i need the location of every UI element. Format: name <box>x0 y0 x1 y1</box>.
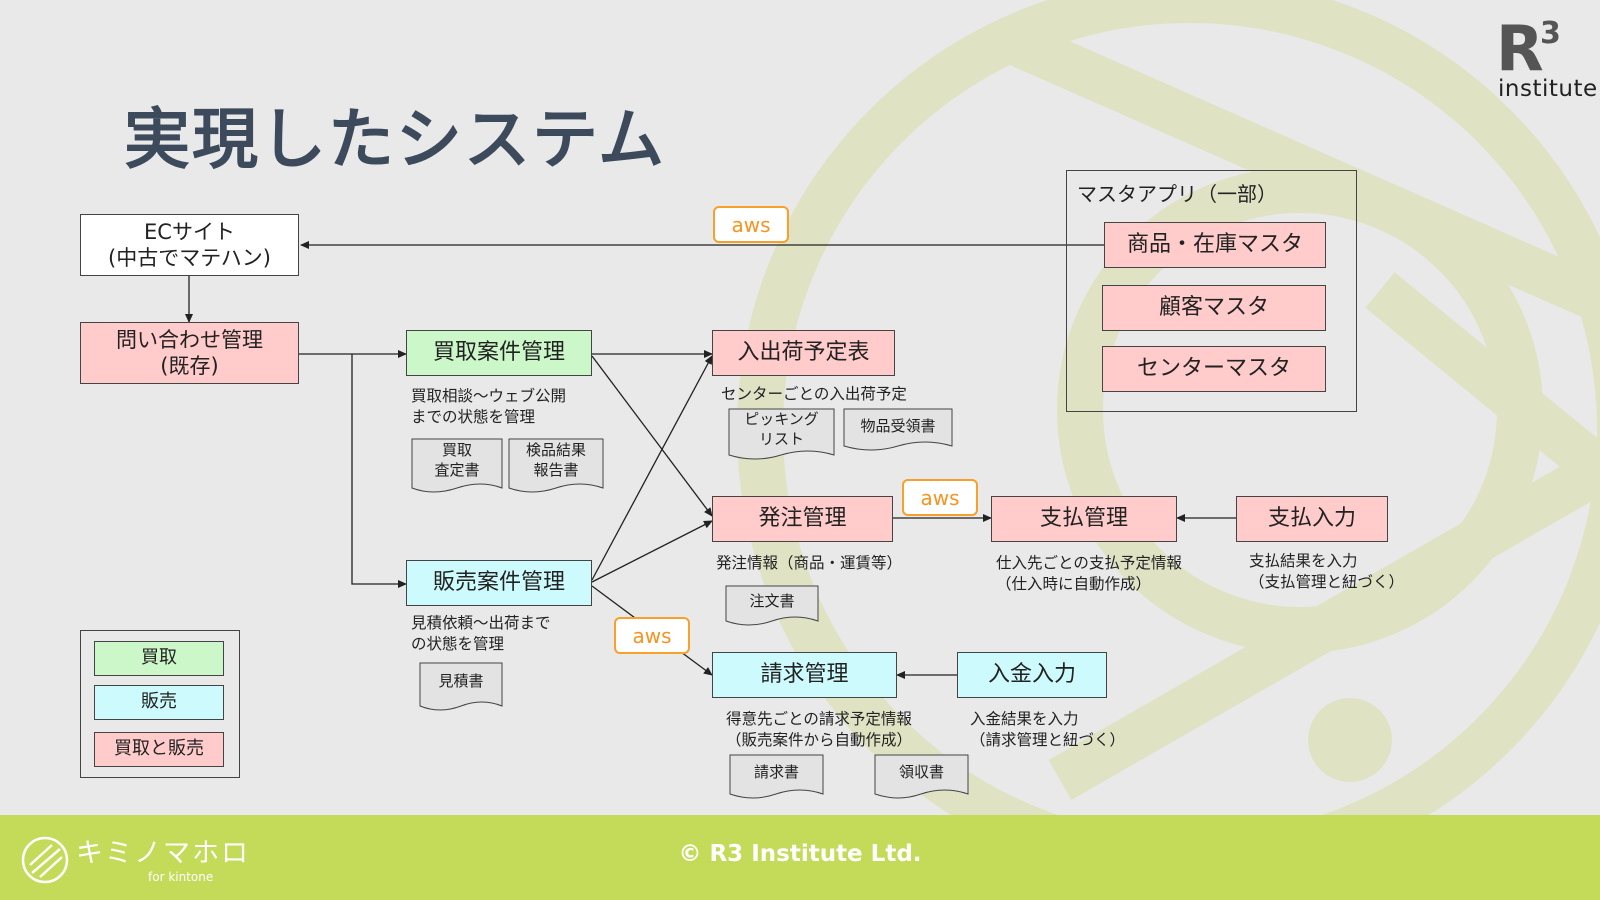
payment-note: 仕入先ごとの支払予定情報 （仕入時に自動作成） <box>996 554 1182 593</box>
document-estimate: 見積書 <box>419 662 503 714</box>
document-goods-receipt: 物品受領書 <box>843 408 953 454</box>
master-app-label: マスタアプリ（一部） <box>1077 182 1277 206</box>
brand-subtitle: for kintone <box>148 870 214 884</box>
purchase-note: 買取相談～ウェブ公開 までの状態を管理 <box>411 387 567 426</box>
footer-bar: キミノマホロ for kintone © R3 Institute Ltd. <box>0 815 1600 900</box>
copyright: © R3 Institute Ltd. <box>678 841 922 867</box>
document-invoice: 請求書 <box>729 754 824 802</box>
master-center: センターマスタ <box>1102 346 1326 392</box>
order-management-box: 発注管理 <box>712 496 893 542</box>
order-note: 発注情報（商品・運賃等） <box>716 554 903 572</box>
master-product-inventory: 商品・在庫マスタ <box>1104 222 1326 268</box>
sales-case-box: 販売案件管理 <box>406 560 592 606</box>
payment-management-box: 支払管理 <box>991 496 1177 542</box>
shipping-note: センターごとの入出荷予定 <box>721 385 907 403</box>
legend-both: 買取と販売 <box>94 732 224 767</box>
master-app-group <box>1066 170 1357 412</box>
purchase-case-box: 買取案件管理 <box>406 330 592 376</box>
deposit-input-note: 入金結果を入力 （請求管理と紐づく） <box>970 710 1126 749</box>
billing-management-box: 請求管理 <box>712 652 897 698</box>
brand-icon <box>21 836 69 884</box>
document-purchase-appraisal: 買取 査定書 <box>411 438 503 496</box>
payment-input-note: 支払結果を入力 （支払管理と紐づく） <box>1249 552 1405 591</box>
legend-sales: 販売 <box>94 685 224 720</box>
aws-badge-payment: aws <box>902 479 978 516</box>
document-receipt: 領収書 <box>874 754 969 802</box>
document-purchase-order: 注文書 <box>725 585 819 629</box>
payment-input-box: 支払入力 <box>1236 496 1388 542</box>
inquiry-management-box: 問い合わせ管理 (既存) <box>80 322 299 384</box>
shipping-schedule-box: 入出荷予定表 <box>712 330 895 376</box>
deposit-input-box: 入金入力 <box>957 652 1107 698</box>
sales-note: 見積依頼～出荷まで の状態を管理 <box>411 614 551 653</box>
r3-institute-logo: R 3 institute <box>1496 12 1598 102</box>
legend-purchase: 買取 <box>94 641 224 676</box>
legend <box>80 630 240 778</box>
document-inspection-report: 検品結果 報告書 <box>508 438 604 496</box>
master-customer: 顧客マスタ <box>1102 285 1326 331</box>
billing-note: 得意先ごとの請求予定情報 （販売案件から自動作成） <box>726 710 913 749</box>
brand-name: キミノマホロ <box>76 838 250 869</box>
aws-badge-billing: aws <box>614 617 690 654</box>
document-picking-list: ピッキング リスト <box>728 408 835 463</box>
ec-site-box: ECサイト (中古でマテハン) <box>80 214 299 276</box>
aws-badge-master: aws <box>713 206 789 243</box>
page-title: 実現したシステム <box>124 101 667 178</box>
